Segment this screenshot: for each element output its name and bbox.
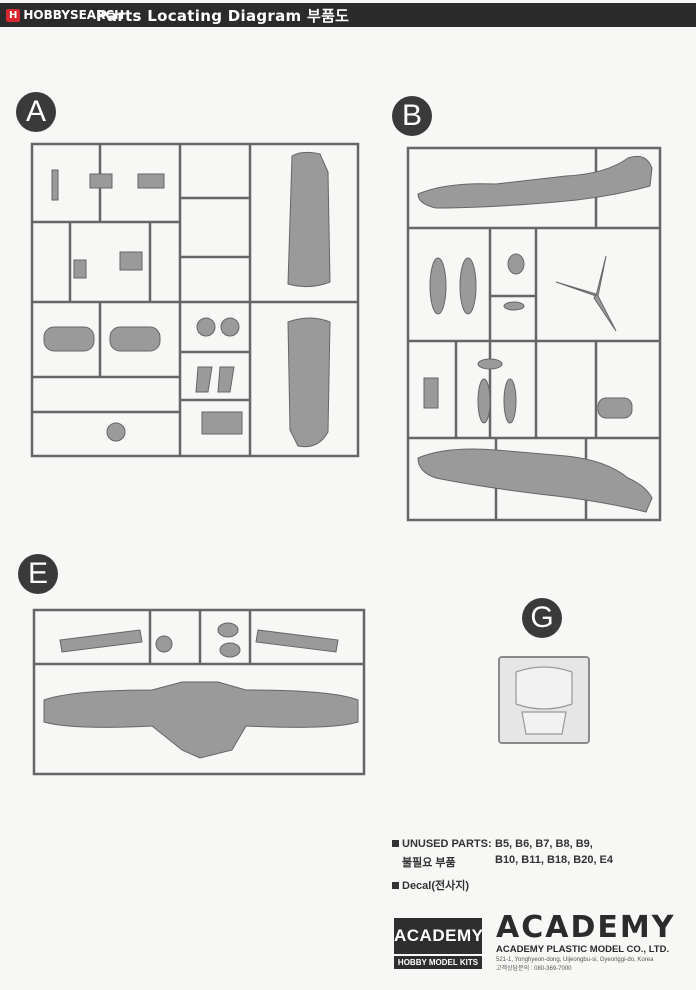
page-title: Parts Locating Diagram 부품도 [96,7,350,25]
academy-logo-text: ACADEMY [496,910,676,945]
unused-label-ko: 불필요 부품 [402,857,456,869]
company-name: ACADEMY PLASTIC MODEL CO., LTD. [496,944,670,955]
sprue-b-diagram [406,146,662,522]
sprue-e-label: E [18,554,58,594]
sprue-a-label: A [16,92,56,132]
company-phone: 고객상담문의 : 080-369-7000 [496,966,572,972]
sprue-g-diagram [498,656,590,744]
academy-box-sub: HOBBY MODEL KITS [394,956,482,969]
company-address: 521-1, Yonghyeon-dong, Uijeongbu-si, Gye… [496,957,654,963]
logo-badge: H [6,8,21,22]
academy-box-logo: ACADEMY HOBBY MODEL KITS [394,918,483,970]
decal-label: Decal(전사지) [402,880,470,892]
unused-label-en: UNUSED PARTS: [392,838,495,850]
header-bar [0,3,696,27]
sprue-g-label: G [522,598,562,638]
sprue-a-diagram [30,142,360,458]
academy-box-name: ACADEMY [394,918,483,954]
decal-note: Decal(전사지) [392,877,469,893]
sprue-e-diagram [32,608,366,776]
unused-parts-line1: B5, B6, B7, B8, B9, [495,838,593,850]
header: H HOBBYSEARCH Parts Locating Diagram 부품도 [0,0,696,30]
academy-wordmark: ACADEMY ACADEMY PLASTIC MODEL CO., LTD. … [496,910,692,973]
bullet-square-icon [392,840,399,847]
watermark-logo: H HOBBYSEARCH [6,6,124,24]
unused-parts-note: UNUSED PARTS: B5, B6, B7, B8, B9, 불필요 부품… [392,838,692,874]
logo-text: HOBBYSEARCH [23,8,125,22]
unused-parts-line2: B10, B11, B18, B20, E4 [495,854,614,866]
sprue-b-label: B [392,96,432,136]
bullet-square-icon [392,882,399,889]
